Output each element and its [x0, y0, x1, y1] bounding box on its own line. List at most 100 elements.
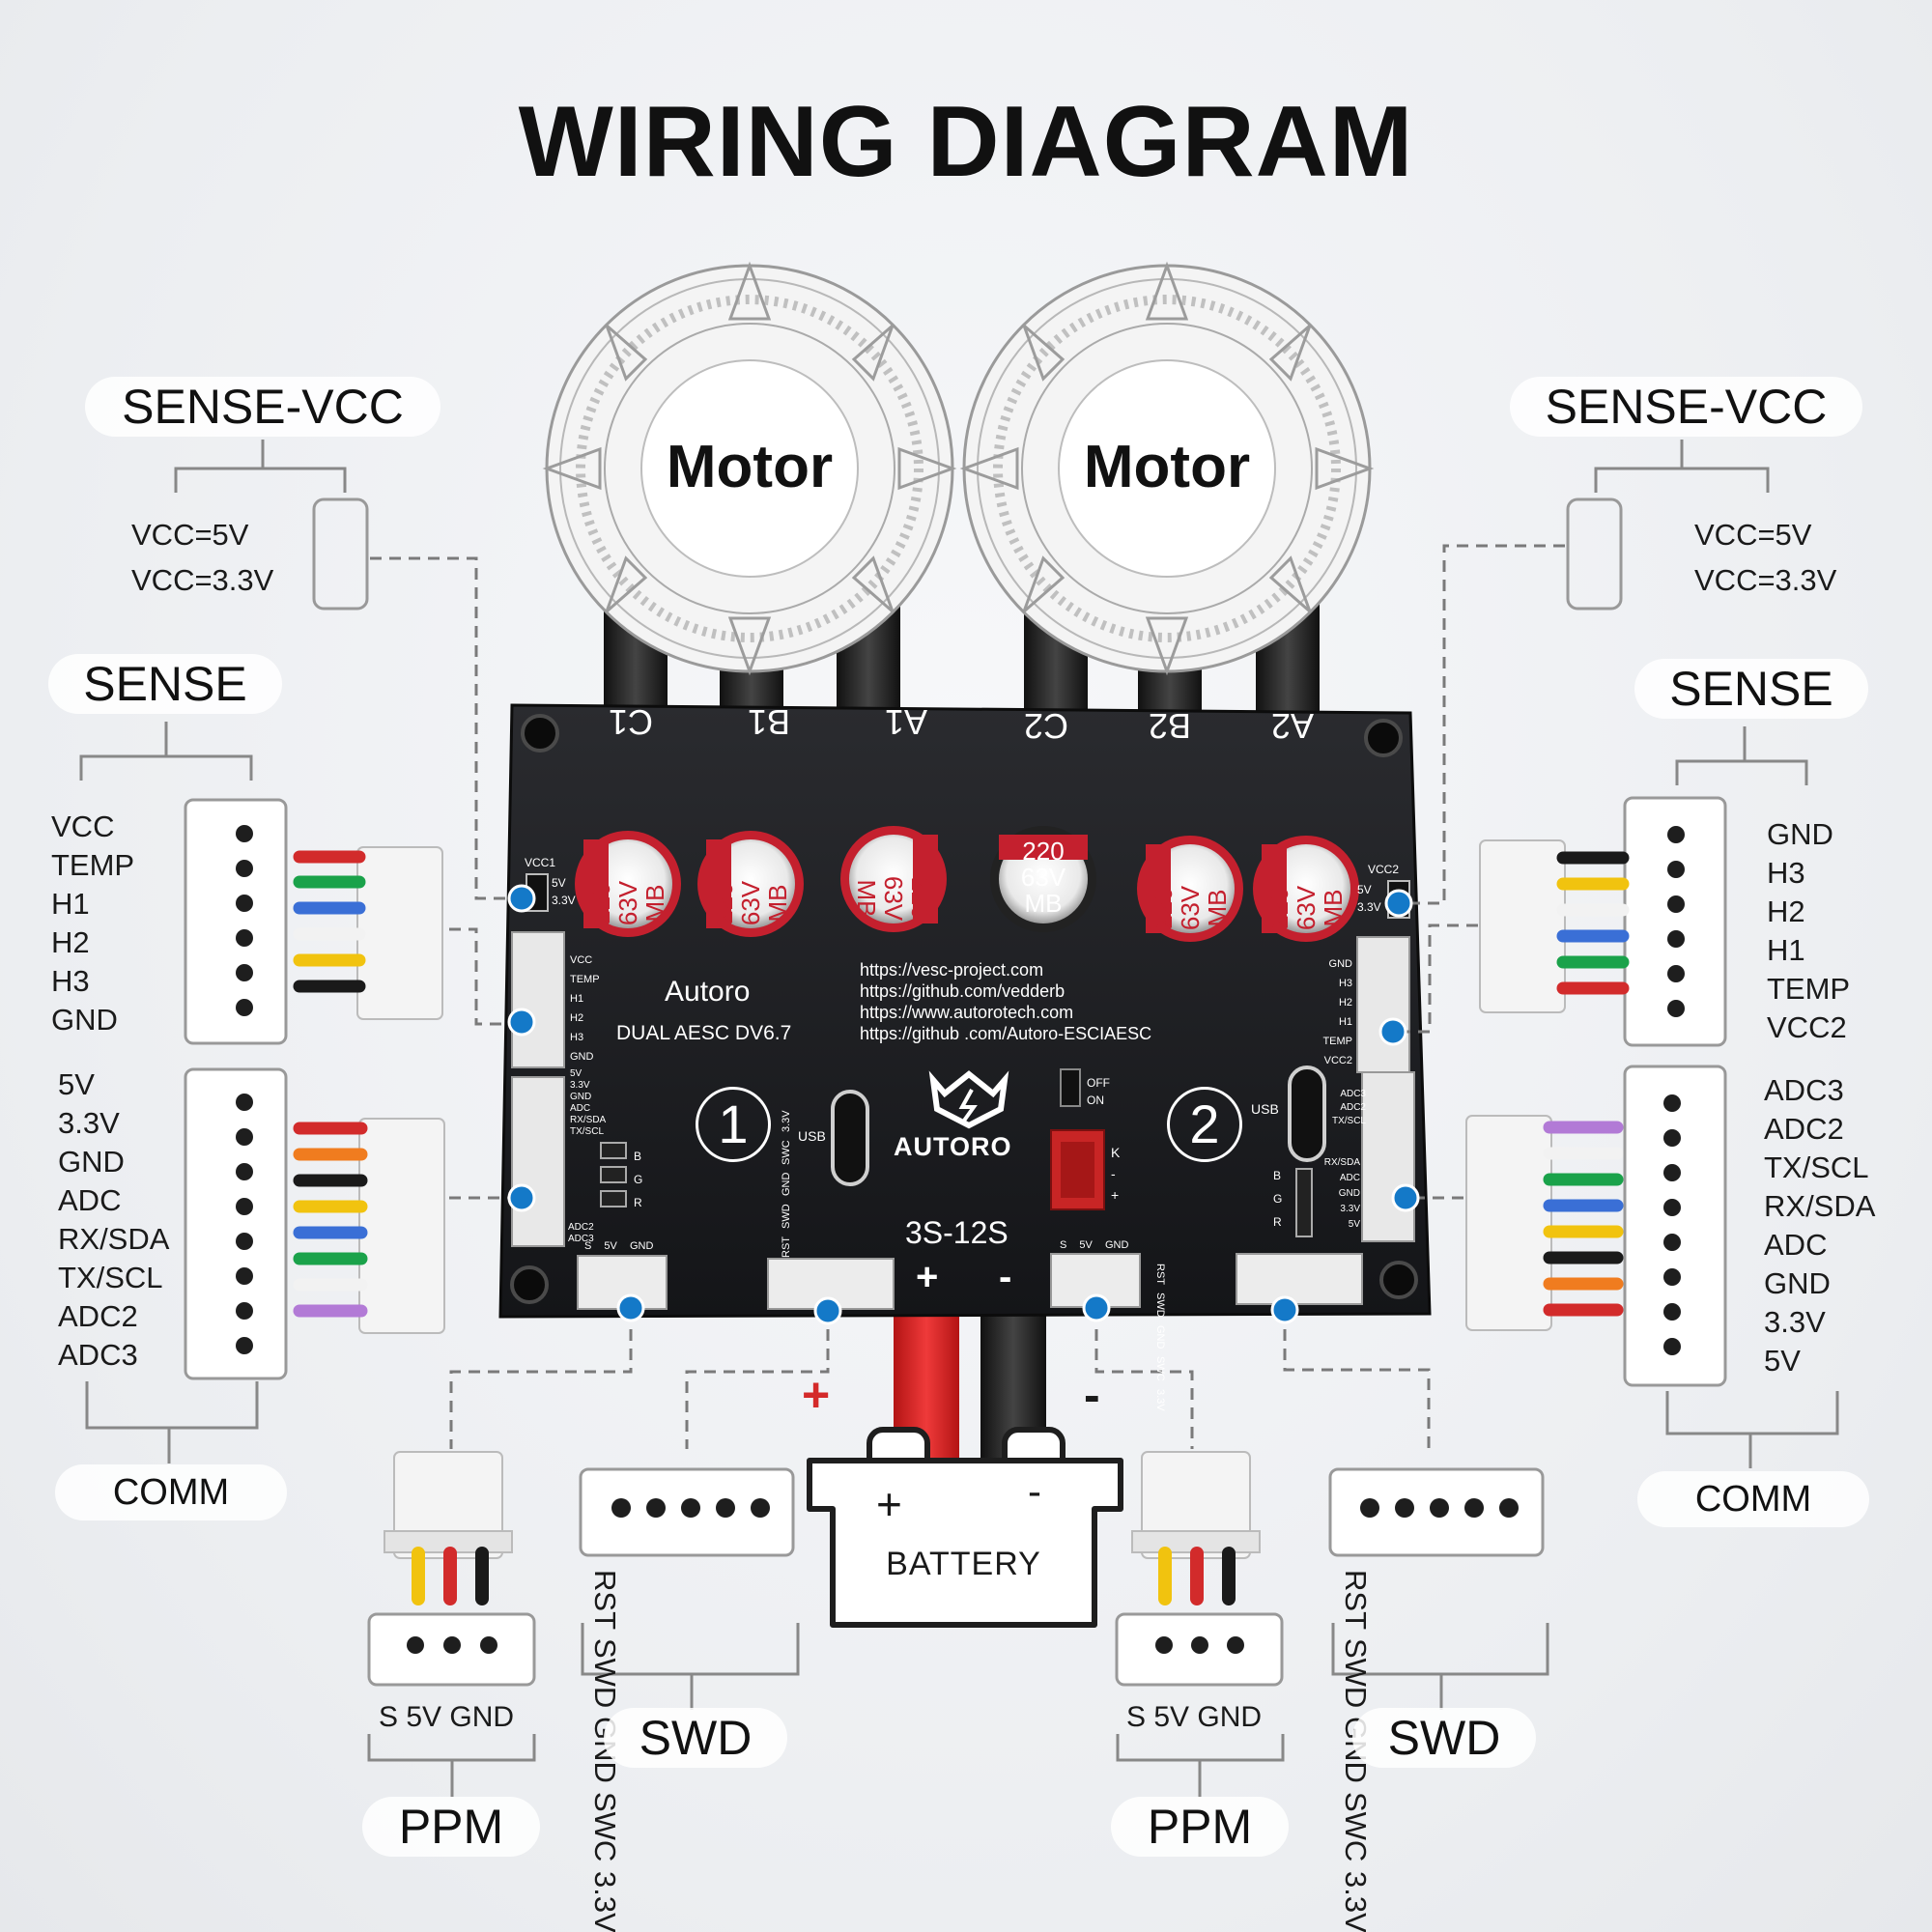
link-vesc: https://vesc-project.com	[860, 960, 1044, 980]
brackets-left	[79, 440, 1839, 1468]
vcc-options-left: VCC=5V VCC=3.3V	[131, 512, 273, 603]
capacitor-label-1: 220 63V MB	[586, 880, 669, 926]
phase-a2: A2	[1270, 706, 1314, 746]
comm-header-left	[184, 1067, 288, 1380]
ppm-bracket-right	[1116, 1734, 1285, 1797]
vcc-option-3v3-right: VCC=3.3V	[1694, 563, 1837, 597]
swd-bracket-left	[581, 1623, 800, 1710]
ppm-title-left: PPM	[362, 1797, 540, 1857]
sense-vcc-switch-right[interactable]	[1566, 497, 1623, 611]
vcc-options-right: VCC=5V VCC=3.3V	[1694, 512, 1836, 603]
comm-title-right: COMM	[1637, 1471, 1869, 1527]
usb-label-left: USB	[798, 1128, 826, 1144]
page-title: WIRING DIAGRAM	[518, 86, 1414, 198]
battery-wire-plus-sign: +	[802, 1368, 831, 1422]
sense-header-right	[1623, 796, 1727, 1047]
phase-labels-right: A2 B2 C2	[1024, 705, 1314, 746]
esc-board	[498, 703, 1432, 1319]
channel-1-badge: 1	[696, 1087, 771, 1162]
comm-title-left: COMM	[55, 1464, 287, 1520]
voltage-range: 3S-12S	[905, 1215, 1009, 1250]
sense-header-left	[184, 798, 288, 1045]
battery-plus-terminal: +	[876, 1479, 902, 1529]
swd-header-left	[579, 1467, 795, 1557]
board-brand: Autoro	[665, 976, 751, 1008]
swd-title-right: SWD	[1352, 1708, 1536, 1768]
comm-cable-left	[293, 1118, 445, 1334]
ppm-title-right: PPM	[1111, 1797, 1289, 1857]
ppm-bracket-left	[367, 1734, 536, 1797]
battery-label: BATTERY	[886, 1546, 1041, 1582]
board-logo-text: AUTORO	[894, 1132, 1012, 1161]
link-vedderb: https://github.com/vedderb	[860, 981, 1065, 1001]
board-ppm-pins-right: S 5V GND	[1060, 1239, 1129, 1251]
motor-label-left: Motor	[666, 434, 834, 500]
link-autorotech: https://www.autorotech.com	[860, 1003, 1074, 1022]
phase-a1: A1	[884, 702, 927, 742]
sense-vcc-title-right: SENSE-VCC	[1510, 377, 1862, 437]
contact-dots	[507, 884, 1420, 1325]
power-connector-labels: K-+	[1111, 1145, 1121, 1203]
sense-cable-right	[1479, 839, 1630, 1013]
battery	[807, 1427, 1123, 1628]
capacitor-row	[575, 826, 1359, 942]
ppm-header-right	[1115, 1612, 1284, 1687]
capacitor-label-3: 220 63V MB	[852, 875, 935, 922]
link-autoro-github: https://github .com/Autoro-ESCIAESC	[860, 1024, 1152, 1043]
ppm-cable-left	[384, 1451, 513, 1605]
vcc-option-5v-right: VCC=5V	[1694, 518, 1812, 552]
phase-c2: C2	[1024, 706, 1069, 746]
board-model: DUAL AESC DV6.7	[616, 1022, 792, 1044]
comm-cable-right	[1465, 1115, 1624, 1331]
capacitor-label-6: 220 63V MB	[1264, 885, 1348, 931]
motor-label-right: Motor	[1083, 434, 1251, 500]
comm-header-right	[1623, 1065, 1727, 1387]
phase-b1: B1	[747, 702, 791, 742]
capacitor-label-5: 220 63V MB	[1149, 885, 1232, 931]
swd-header-right	[1328, 1467, 1545, 1557]
board-minus: -	[999, 1256, 1012, 1298]
vcc1-label: VCC1	[525, 856, 556, 869]
sense-cable-left	[293, 846, 443, 1020]
battery-wire-minus-sign: -	[1084, 1368, 1100, 1422]
sense-title-right: SENSE	[1634, 659, 1868, 719]
capacitor-label-2: 220 63V MB	[709, 880, 792, 926]
vcc-option-5v-left: VCC=5V	[131, 518, 249, 552]
phase-labels-left: A1 B1 C1	[609, 701, 927, 742]
motor-left	[542, 261, 957, 715]
battery-minus-terminal: -	[1028, 1468, 1041, 1514]
board-ppm-pins-left: S 5V GND	[584, 1240, 654, 1252]
sense-vcc-switch-left[interactable]	[312, 497, 369, 611]
sense-title-left: SENSE	[48, 654, 282, 714]
board-plus: +	[916, 1256, 939, 1298]
sense-vcc-title-left: SENSE-VCC	[85, 377, 440, 437]
ppm-pins-left: S 5V GND	[379, 1701, 515, 1733]
phase-b2: B2	[1148, 706, 1192, 746]
ppm-pins-right: S 5V GND	[1126, 1701, 1263, 1733]
motor-right	[959, 261, 1375, 715]
swd-bracket-right	[1331, 1623, 1549, 1710]
board-links: https://vesc-project.com https://github.…	[860, 959, 1151, 1044]
ppm-header-left	[367, 1612, 536, 1687]
